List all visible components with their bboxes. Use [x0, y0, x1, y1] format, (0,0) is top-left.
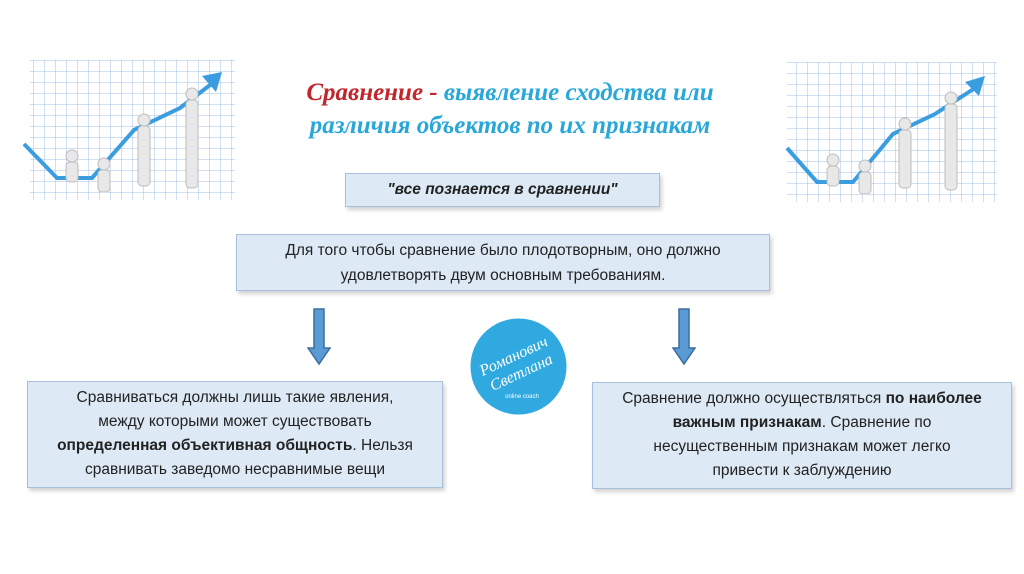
req-two-bold2: важным признакам: [672, 414, 822, 431]
req-two-before-bold: Сравнение должно осуществляться: [622, 390, 886, 407]
requirement-two-box: Сравнение должно осуществляться по наибо…: [592, 382, 1012, 489]
quote-box: "все познается в сравнении": [345, 173, 660, 207]
author-logo: Романович Светлана online coach: [470, 318, 567, 415]
down-arrow-icon: [307, 308, 331, 366]
req-two-after-bold: . Сравнение по: [821, 414, 932, 431]
req-one-after-bold: . Нельзя: [352, 437, 413, 454]
req-two-bold1: по наиболее: [885, 390, 982, 407]
logo-subtitle: online coach: [505, 394, 539, 400]
title-definition-line2: различия объектов по их признакам: [309, 112, 711, 139]
quote-text: "все познается в сравнении": [387, 181, 618, 198]
requirement-box: Для того чтобы сравнение было плодотворн…: [236, 234, 770, 291]
title-definition-line1: выявление сходства или: [443, 79, 714, 106]
title-dash: -: [423, 79, 444, 106]
req-two-line4: привести к заблуждению: [712, 462, 892, 479]
page-title: Сравнение - выявление сходства или разли…: [250, 76, 770, 142]
requirement-line2: удовлетворять двум основным требованиям.: [340, 267, 666, 284]
req-one-line2: между которыми может существовать: [98, 413, 372, 430]
requirement-line1: Для того чтобы сравнение было плодотворн…: [285, 242, 721, 259]
growth-chart-illustration-left: [22, 60, 235, 200]
title-term: Сравнение: [306, 79, 424, 106]
req-one-line4: сравнивать заведомо несравнимые вещи: [84, 461, 386, 478]
req-two-line3: несущественным признакам может легко: [653, 438, 951, 455]
growth-chart-illustration-right: [785, 62, 997, 202]
down-arrow-icon: [672, 308, 696, 366]
req-one-line1: Сравниваться должны лишь такие явления,: [76, 389, 394, 406]
req-one-bold: определенная объективная общность: [57, 437, 353, 454]
requirement-one-box: Сравниваться должны лишь такие явления, …: [27, 381, 443, 488]
